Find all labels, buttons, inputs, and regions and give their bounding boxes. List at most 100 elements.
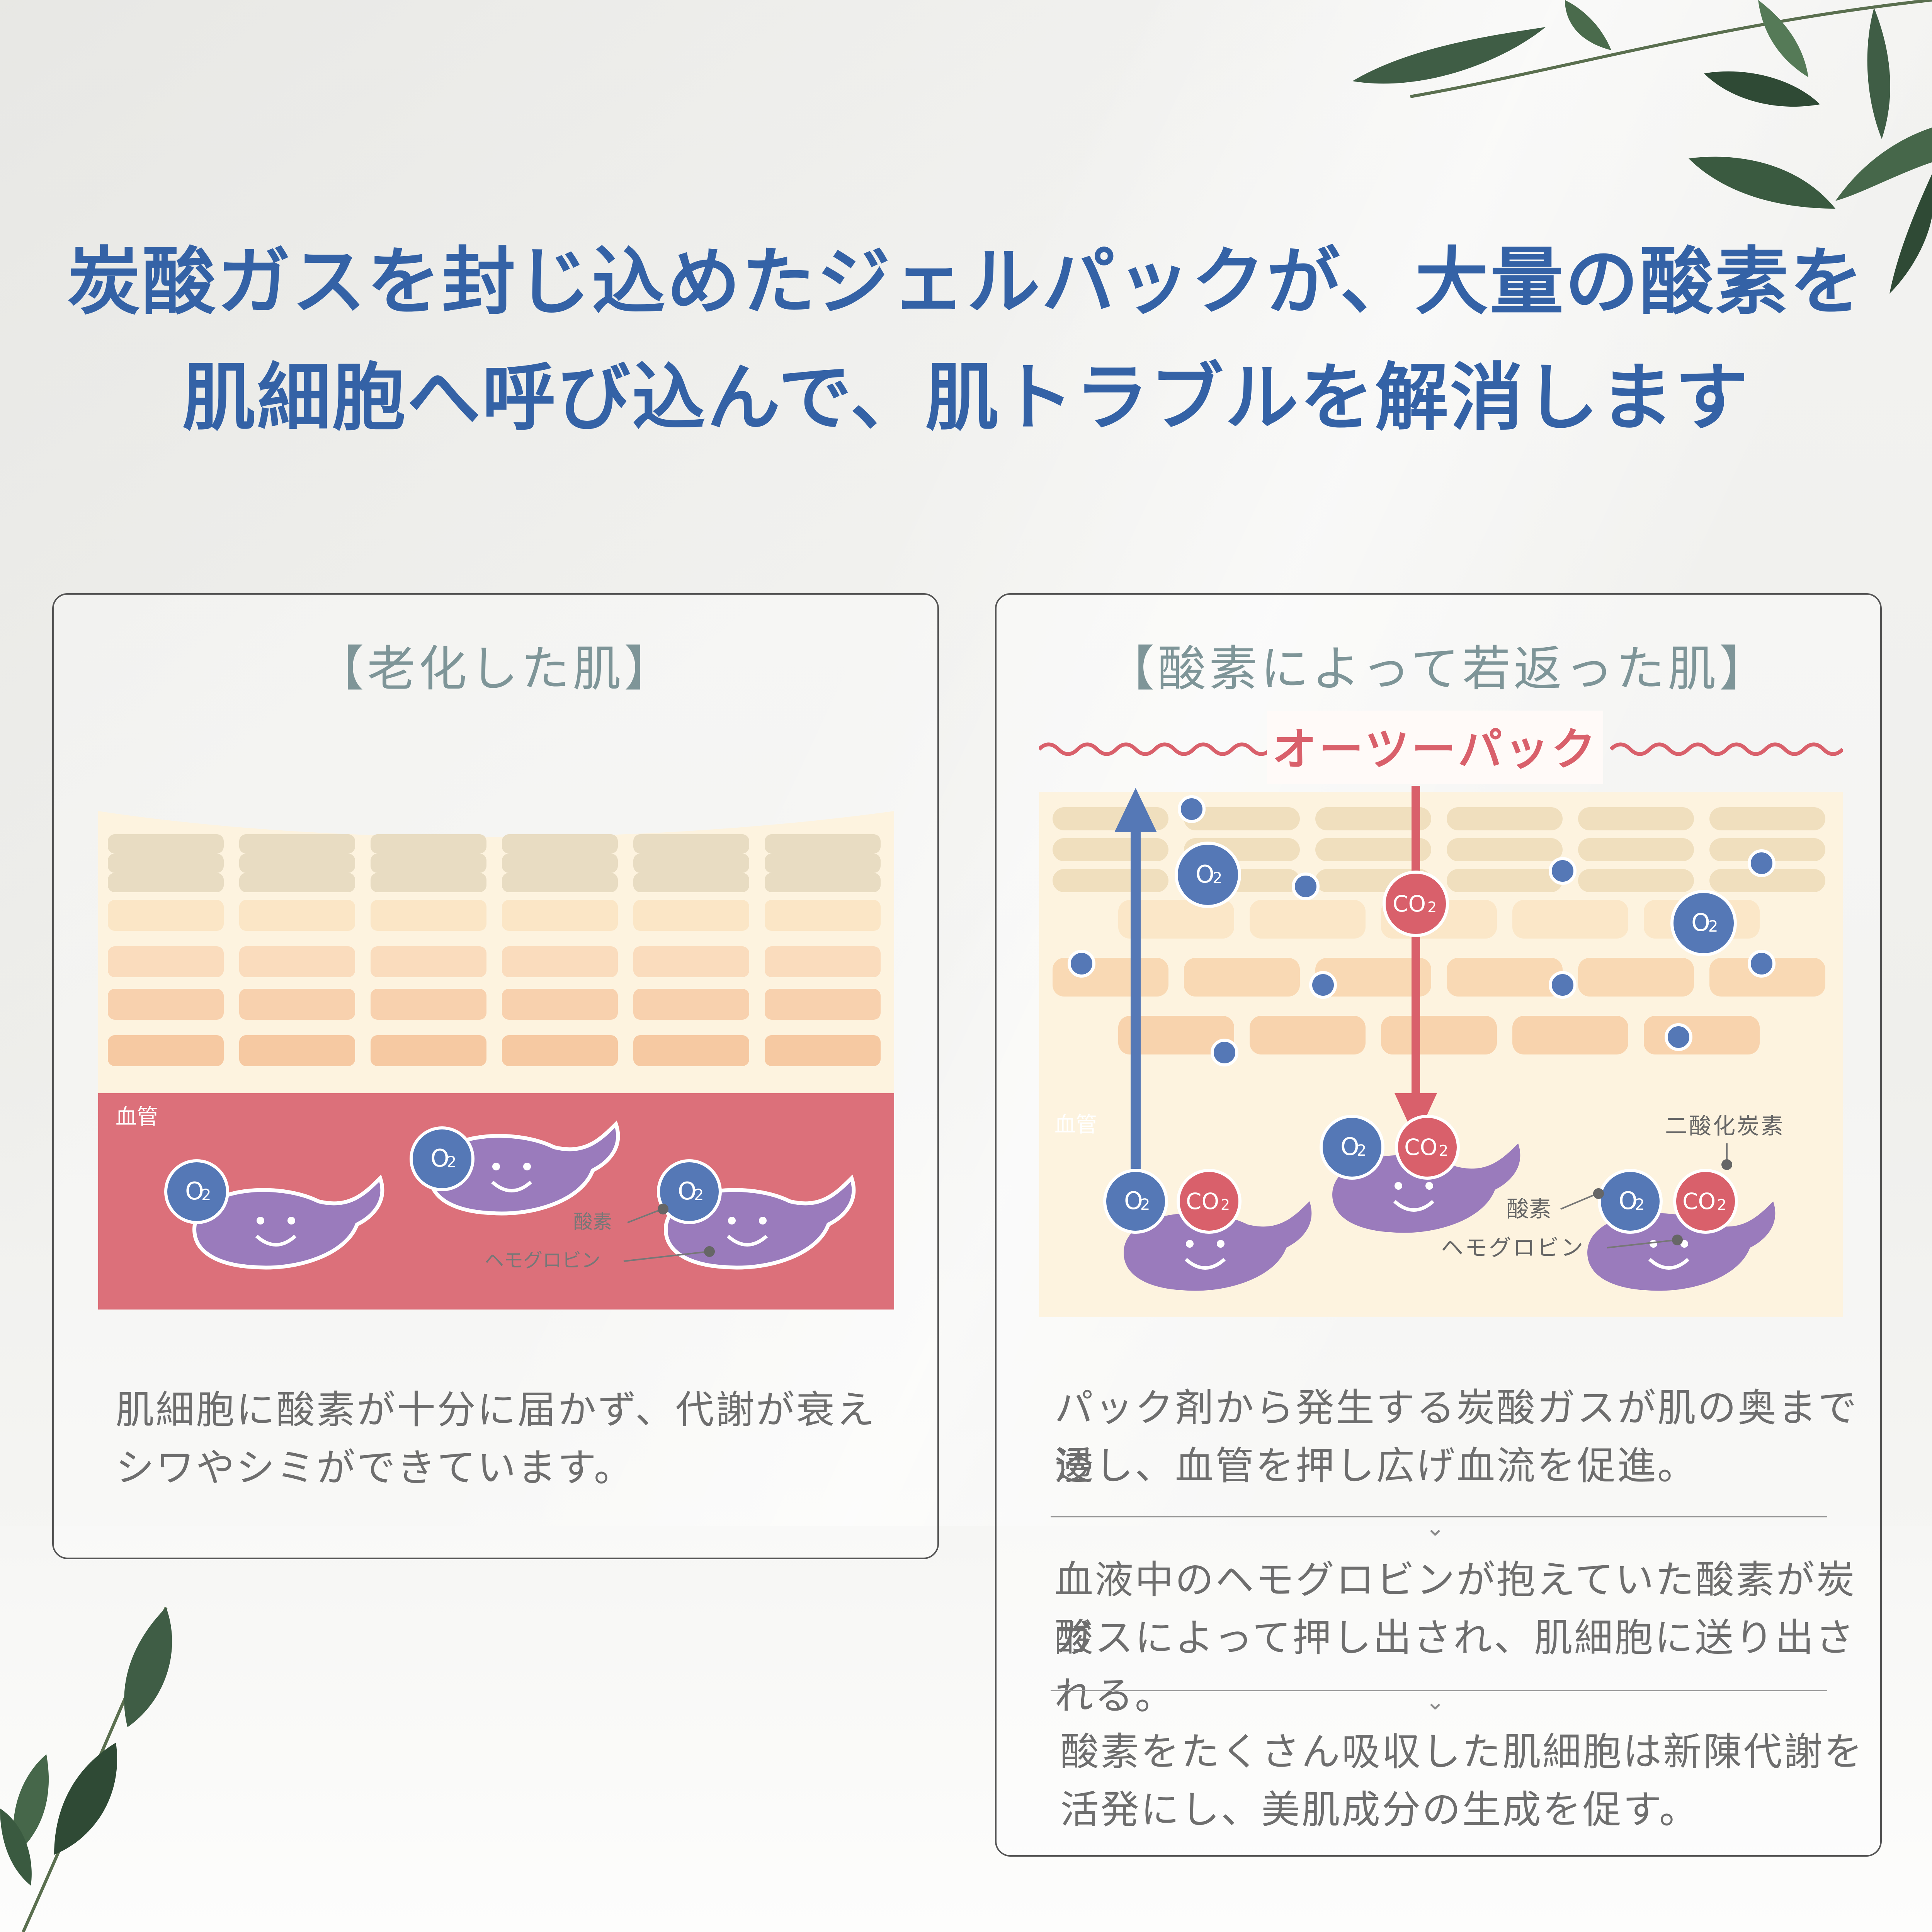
skin-cell <box>108 900 224 931</box>
co2-molecule: CO 2 <box>1383 871 1449 937</box>
hemoglobin-character <box>428 1120 620 1216</box>
oxygen-dot <box>1748 849 1776 877</box>
oxygen-dot <box>1292 872 1320 900</box>
skin-cell <box>1250 900 1366 939</box>
svg-text:O: O <box>1691 908 1710 937</box>
skin-cell <box>239 1035 355 1066</box>
skin-cell <box>108 989 224 1020</box>
skin-cell <box>765 900 881 931</box>
step3-line1: 酸素をたくさん吸収した肌細胞は新陳代謝を <box>1060 1729 1864 1774</box>
oxygen-dot <box>1549 857 1577 885</box>
leaf-decoration-bottom-left <box>0 1607 172 1932</box>
skin-cell <box>633 1035 749 1066</box>
vessel-label: 血管 <box>116 1104 158 1129</box>
skin-cell <box>502 989 618 1020</box>
headline-line1: 炭酸ガスを封じ込めたジェルパックが、大量の酸素を <box>67 238 1865 325</box>
background-floor <box>0 1526 1932 1932</box>
skin-cell <box>1644 1016 1760 1054</box>
svg-text:2: 2 <box>1357 1142 1366 1160</box>
pack-wave-line-right <box>1609 742 1843 756</box>
skin-cell <box>502 834 618 854</box>
svg-text:2: 2 <box>1213 869 1222 887</box>
skin-cell <box>633 834 749 854</box>
svg-text:2: 2 <box>1427 899 1437 916</box>
svg-text:CO: CO <box>1682 1188 1716 1214</box>
svg-text:2: 2 <box>1140 1196 1150 1214</box>
oxygen-dot <box>1748 950 1776 978</box>
svg-text:2: 2 <box>1717 1196 1726 1213</box>
skin-cell <box>502 946 618 977</box>
pack-label: オーツーパック <box>1272 724 1598 776</box>
skin-cell <box>502 873 618 892</box>
skin-cell <box>1315 807 1431 830</box>
svg-text:O: O <box>1196 860 1214 888</box>
oxygen-dot <box>1549 971 1577 999</box>
oxygen-molecule: O 2 <box>1103 1169 1168 1234</box>
skin-cell <box>765 834 881 854</box>
skin-cell <box>371 946 486 977</box>
svg-text:2: 2 <box>1708 918 1718 935</box>
step2-line2: ガスによって押し出され、肌細胞に送り出される。 <box>1054 1615 1855 1718</box>
chevron-down-icon: ⌄ <box>1425 1688 1445 1715</box>
svg-text:O: O <box>185 1177 204 1205</box>
skin-cell <box>502 900 618 931</box>
svg-text:O: O <box>430 1144 449 1172</box>
hemoglobin-character <box>1332 1143 1520 1233</box>
oxygen-dot <box>1178 795 1206 823</box>
skin-cell <box>633 873 749 892</box>
svg-text:CO: CO <box>1393 891 1426 917</box>
skin-cell <box>1447 838 1563 861</box>
skin-cell <box>108 873 224 892</box>
skin-cell <box>108 834 224 854</box>
chevron-down-icon: ⌄ <box>1425 1514 1445 1541</box>
skin-cell <box>371 989 486 1020</box>
skin-cell <box>1315 838 1431 861</box>
skin-cell <box>1118 900 1234 939</box>
rejuvenated-skin-title: 【酸素によって若返った肌】 <box>1106 641 1770 697</box>
skin-cell <box>1184 958 1300 997</box>
svg-text:2: 2 <box>447 1153 456 1171</box>
skin-cell <box>371 900 486 931</box>
aged-skin-title: 【老化した肌】 <box>316 641 675 697</box>
skin-cell <box>1578 958 1694 997</box>
step3-line2: 活発にし、美肌成分の生成を促す。 <box>1060 1787 1699 1832</box>
hemoglobin-character <box>192 1174 384 1270</box>
skin-cell <box>765 1035 881 1066</box>
oxygen-molecule: O 2 <box>1320 1115 1384 1180</box>
step2-line1: 血液中のヘモグロビンが抱えていた酸素が炭酸 <box>1054 1557 1856 1660</box>
skin-cell <box>502 854 618 873</box>
skin-cell <box>239 854 355 873</box>
skin-cell <box>1315 958 1431 997</box>
skin-cell <box>1250 1016 1366 1054</box>
svg-text:2: 2 <box>694 1186 704 1204</box>
co2-label: 二酸化炭素 <box>1665 1113 1785 1139</box>
svg-text:CO: CO <box>1186 1188 1219 1214</box>
co2-molecule: CO 2 <box>1673 1169 1738 1234</box>
skin-cell <box>765 946 881 977</box>
skin-cell <box>1447 869 1563 892</box>
skin-cell <box>633 854 749 873</box>
co2-molecule: CO 2 <box>1395 1115 1460 1180</box>
skin-cell <box>633 989 749 1020</box>
co2-down-arrow <box>1395 786 1437 1139</box>
svg-text:O: O <box>678 1177 697 1205</box>
skin-cell <box>371 854 486 873</box>
svg-text:O: O <box>1619 1187 1638 1215</box>
svg-text:CO: CO <box>1404 1134 1437 1160</box>
skin-cell <box>633 900 749 931</box>
aged-skin-description-line1: 肌細胞に酸素が十分に届かず、代謝が衰え <box>116 1387 876 1432</box>
oxygen-dot <box>1309 971 1337 999</box>
skin-cell <box>108 854 224 873</box>
oxygen-label: 酸素 <box>1507 1196 1551 1222</box>
oxygen-molecule: O 2 <box>657 1159 722 1224</box>
aged-skin-description-line2: シワやシミができています。 <box>116 1445 634 1490</box>
skin-cell <box>239 873 355 892</box>
skin-cell <box>1709 807 1825 830</box>
skin-cell <box>1381 1016 1497 1054</box>
skin-cell <box>765 854 881 873</box>
skin-cell <box>765 873 881 892</box>
rejuvenated-skin-panel: 【酸素によって若返った肌】 オーツーパック 血管 O 2 O 2 <box>995 593 1882 1857</box>
oxygen-molecule: O 2 <box>1670 890 1737 956</box>
skin-cell <box>239 989 355 1020</box>
step1-line2: 透し、血管を押し広げ血流を促進。 <box>1054 1443 1697 1488</box>
